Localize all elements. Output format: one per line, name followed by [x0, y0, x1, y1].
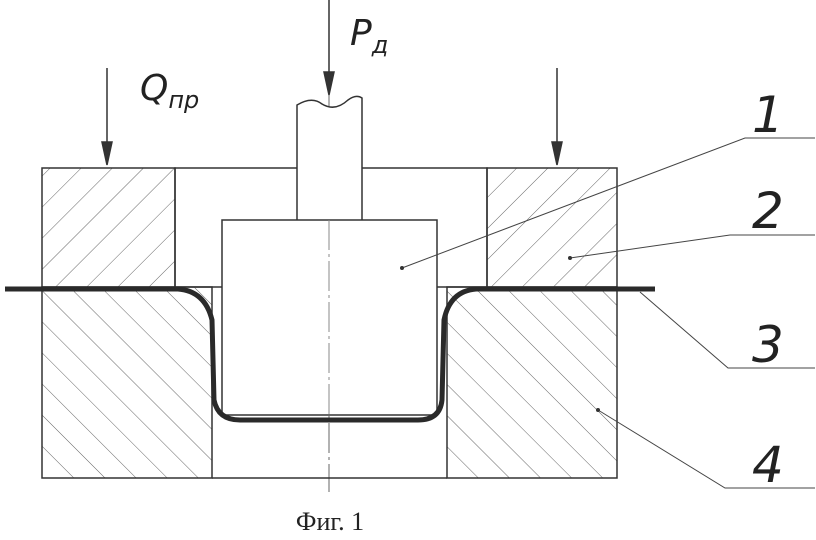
figure-caption: Фиг. 1	[296, 507, 364, 536]
blankholder-right	[487, 168, 617, 287]
arrow-force-punch	[324, 0, 334, 95]
punch-rod	[297, 96, 362, 220]
part-number-1: 1	[752, 86, 784, 144]
die-left	[42, 287, 212, 478]
arrow-force-left	[102, 68, 112, 165]
part-number-2: 2	[752, 182, 784, 240]
label-force-p: Pд	[350, 13, 388, 59]
blankholder-left	[42, 168, 175, 287]
part-number-3: 3	[752, 316, 784, 374]
label-force-q: Qпр	[140, 68, 199, 114]
die-right	[447, 287, 617, 478]
part-number-4: 4	[752, 436, 784, 494]
arrow-force-right	[552, 68, 562, 165]
